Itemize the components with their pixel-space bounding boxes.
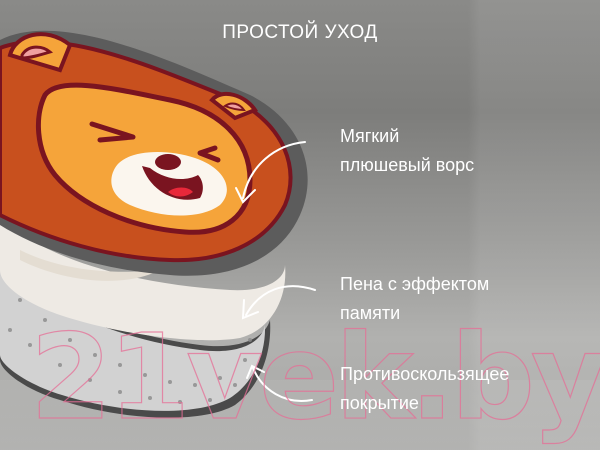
foam-layer: [0, 215, 286, 341]
feature-antislip: Противоскользящее покрытие: [340, 360, 509, 418]
feature-foam: Пена с эффектом памяти: [340, 270, 489, 328]
feature-line: Мягкий: [340, 126, 400, 146]
page-title: ПРОСТОЙ УХОД: [222, 22, 378, 43]
arrow-icon-plush: [242, 141, 306, 199]
feature-plush: Мягкий плюшевый ворс: [340, 122, 474, 180]
arrow-head-icon-antislip: [246, 364, 265, 379]
feature-line: плюшевый ворс: [340, 155, 475, 175]
arrow-icon-foam: [245, 285, 316, 316]
arrow-head-icon-plush: [235, 187, 256, 204]
arrow-icon-antislip: [252, 367, 313, 402]
feature-line: Противоскользящее: [340, 364, 510, 384]
antislip-layer: [0, 250, 271, 418]
feature-line: памяти: [340, 303, 401, 323]
plush-layer: [0, 30, 308, 276]
feature-line: покрытие: [340, 393, 419, 413]
watermark: 21vek.by: [29, 308, 600, 446]
callout-arrows: [235, 141, 316, 402]
feature-line: Пена с эффектом: [340, 274, 490, 294]
arrow-head-icon-foam: [241, 299, 259, 320]
